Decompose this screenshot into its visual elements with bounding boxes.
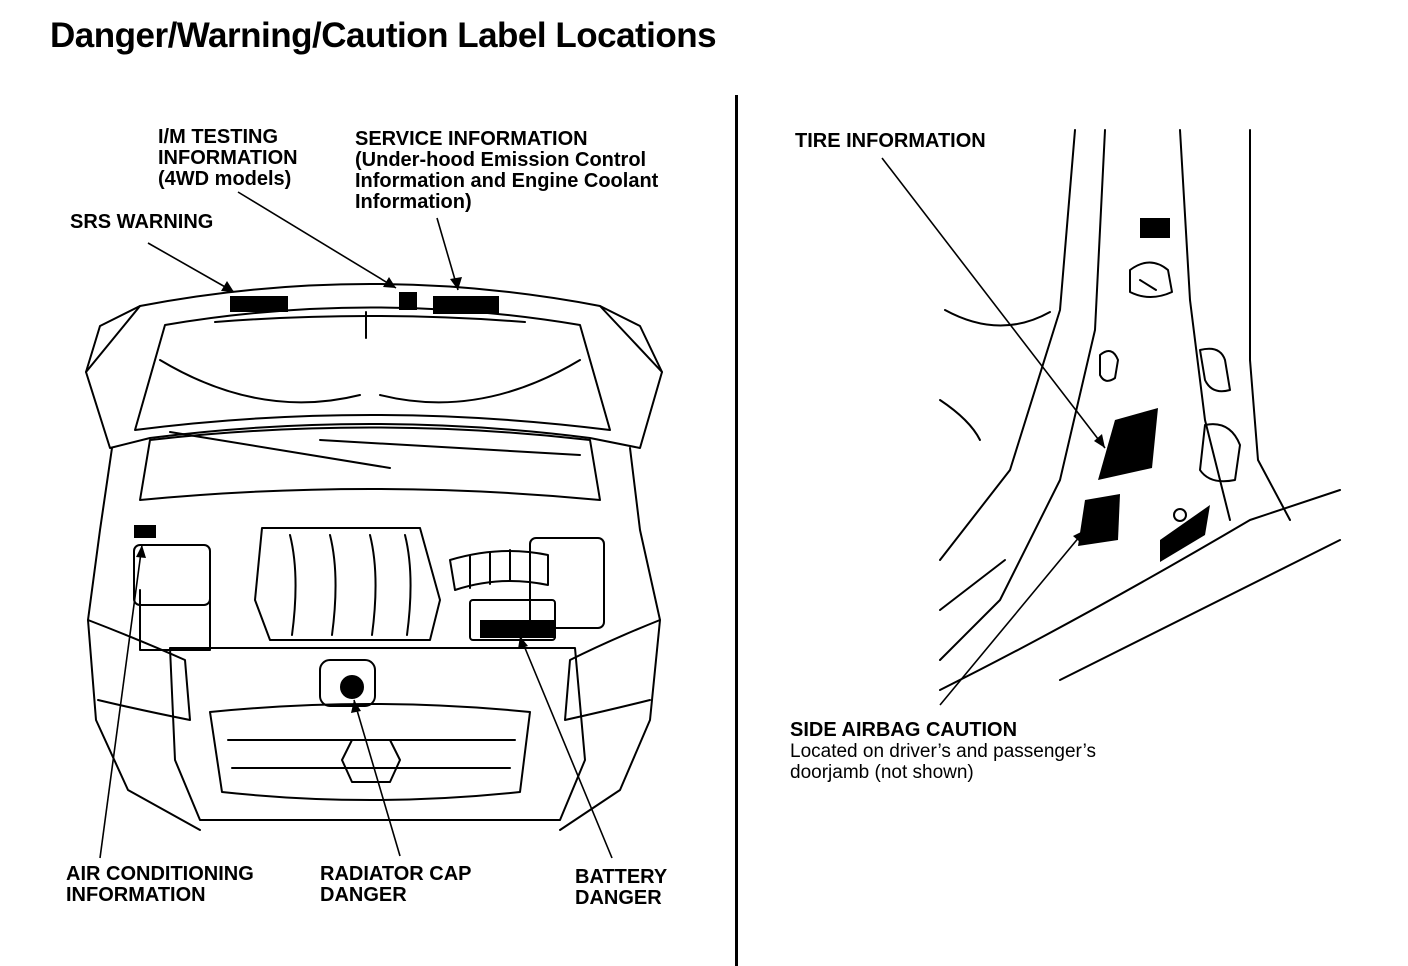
emblem — [341, 739, 401, 783]
radiator-arrowhead — [351, 700, 361, 713]
service-leader — [436, 217, 459, 291]
fuse-box — [133, 544, 211, 606]
hinge-hole — [1099, 350, 1119, 382]
srs-arrowhead — [221, 281, 234, 292]
wiper-right — [319, 439, 581, 456]
left-fender — [87, 447, 201, 831]
engine-cover-rib3 — [369, 534, 377, 636]
intake-rings — [469, 549, 531, 589]
sill-edge — [1059, 539, 1341, 681]
radiator-cap-callout: RADIATOR CAP DANGER — [320, 863, 472, 906]
im-testing-callout: I/M TESTING INFORMATION (4WD models) — [158, 126, 298, 190]
hood-brace-right — [379, 359, 581, 404]
engine-cover — [254, 527, 441, 641]
im-leader — [237, 191, 397, 289]
srs-warning-label — [230, 296, 288, 312]
cowl — [139, 426, 601, 501]
right-fender — [559, 447, 661, 831]
side-airbag-line-1: Located on driver’s and passenger’s — [790, 741, 1096, 762]
ac-arrowhead — [136, 545, 146, 558]
tire-arrowhead — [1094, 434, 1105, 448]
front-fascia — [169, 647, 586, 821]
hood-inner — [134, 306, 611, 431]
radiator-cap — [340, 675, 364, 699]
service-info-label — [433, 296, 499, 314]
hood-outline — [85, 283, 663, 449]
srs-warning-callout: SRS WARNING — [70, 211, 214, 233]
airbag-leader — [939, 529, 1086, 706]
pillar-bolt — [1173, 508, 1187, 522]
coolant-tank — [139, 589, 211, 651]
engine-cover-rib4 — [404, 534, 412, 636]
seat-line-1 — [944, 309, 1051, 327]
pillar-outer-left — [939, 129, 1076, 561]
pillar-inner-right — [1249, 129, 1291, 521]
hood-right-edge — [599, 305, 663, 373]
hood-left-edge — [85, 305, 141, 373]
side-airbag-line-2: doorjamb (not shown) — [790, 762, 974, 783]
side-airbag-label — [1078, 494, 1120, 546]
radiator-leader — [353, 699, 401, 857]
tire-leader — [881, 157, 1106, 449]
strike — [1199, 347, 1231, 393]
ac-leader — [99, 544, 143, 859]
latch — [1129, 261, 1173, 298]
intake-duct — [449, 550, 549, 591]
door-edge — [939, 559, 1006, 611]
panel-divider — [735, 95, 738, 966]
grille — [209, 703, 531, 801]
tire-info-label — [1098, 408, 1158, 480]
service-information-callout: SERVICE INFORMATION (Under-hood Emission… — [355, 128, 659, 213]
latch-slot — [1139, 279, 1157, 291]
battery-leader — [519, 635, 613, 859]
wiper-left — [169, 431, 391, 469]
page-title: Danger/Warning/Caution Label Locations — [50, 16, 717, 55]
airbag-arrowhead — [1073, 530, 1085, 543]
sill-line — [939, 489, 1341, 691]
pillar-inner-left — [939, 129, 1106, 661]
left-headlight — [87, 619, 191, 721]
im-testing-label — [399, 292, 417, 310]
im-arrowhead — [383, 277, 396, 288]
side-airbag-heading: SIDE AIRBAG CAUTION — [790, 719, 1018, 741]
pillar-bracket — [1199, 423, 1241, 483]
tire-information-callout: TIRE INFORMATION — [795, 130, 986, 152]
engine-cover-rib1 — [289, 534, 297, 636]
battery-arrowhead — [518, 636, 528, 649]
seat-line-2 — [939, 399, 981, 441]
pillar-outer-right — [1179, 129, 1231, 521]
radiator-cap-housing — [319, 659, 376, 707]
right-headlight — [564, 619, 661, 721]
service-arrowhead — [450, 277, 462, 290]
engine-cover-rib2 — [329, 534, 337, 636]
hood-brace-left — [159, 359, 361, 404]
battery-danger-callout: BATTERY DANGER — [575, 866, 668, 909]
pillar-label-lower — [1160, 505, 1210, 562]
battery-danger-label — [480, 620, 556, 638]
hood-rib — [214, 315, 526, 323]
side-airbag-callout: SIDE AIRBAG CAUTION Located on driver’s … — [790, 719, 1096, 784]
srs-leader — [147, 242, 235, 293]
air-conditioning-label — [134, 525, 156, 538]
engine-bay-illustration — [85, 191, 663, 859]
pillar-label-top — [1140, 218, 1170, 238]
air-conditioning-callout: AIR CONDITIONING INFORMATION — [66, 863, 254, 906]
